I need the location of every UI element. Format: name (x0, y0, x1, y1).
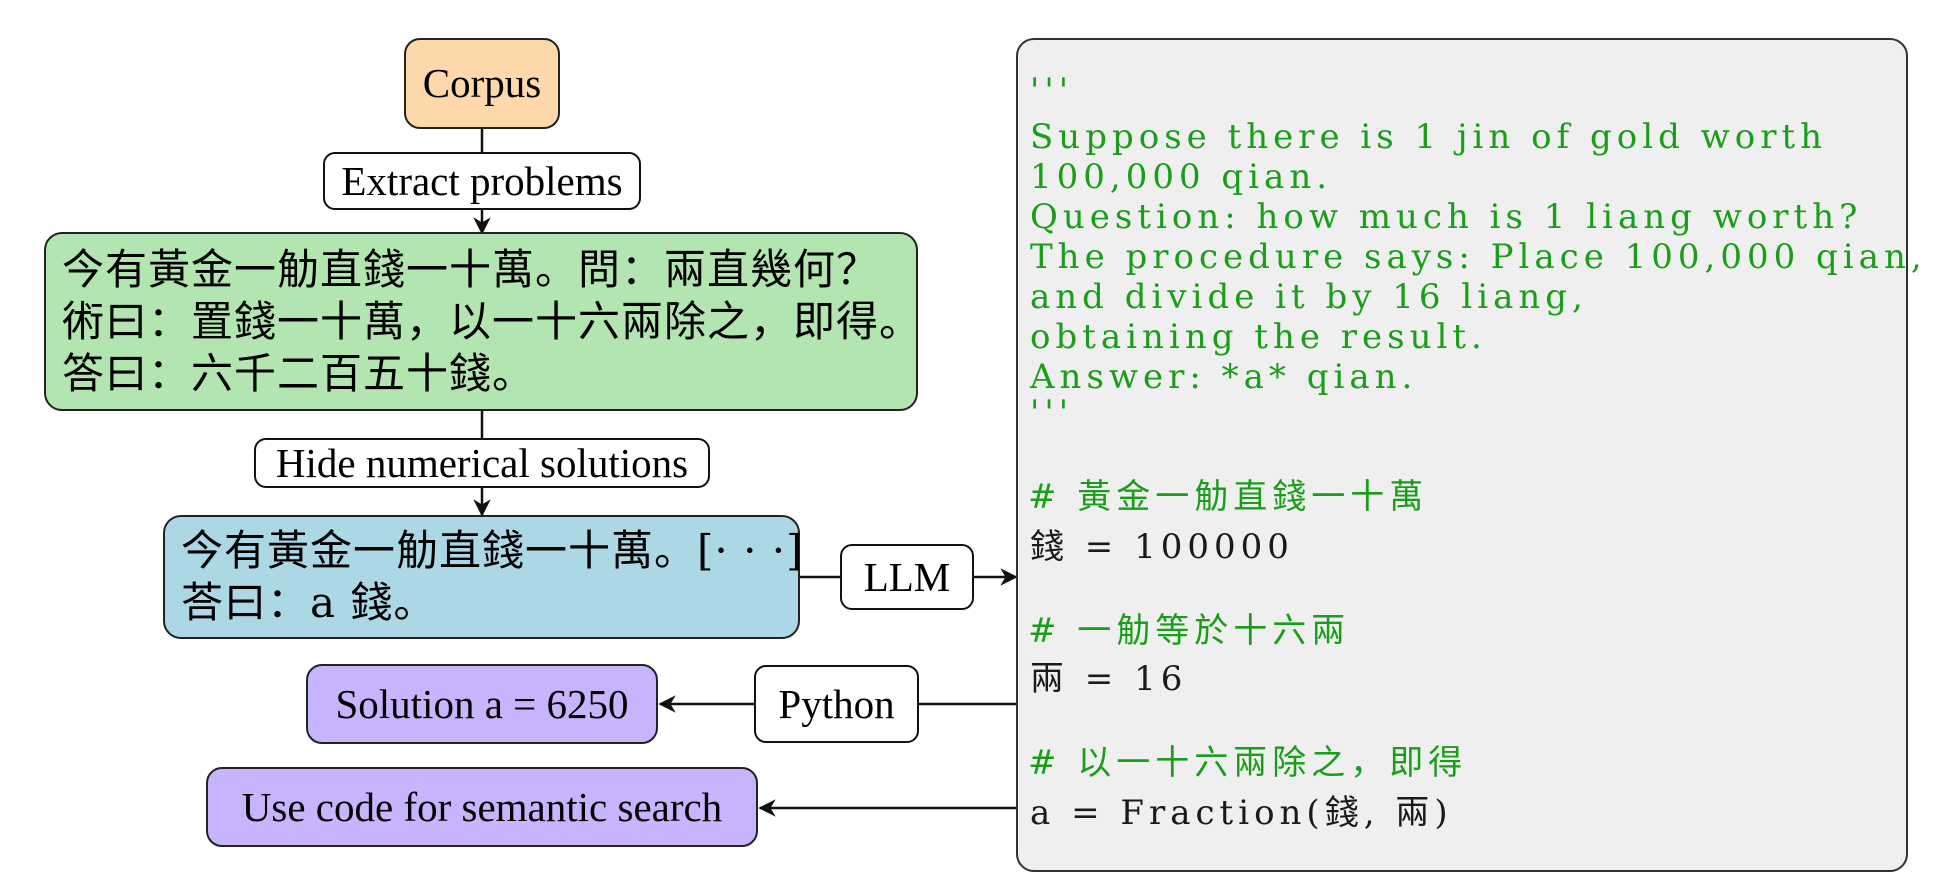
code-docstring-line: ''' (1030, 393, 1074, 433)
chinese-problem-line: 答曰：六千二百五十錢。 (62, 349, 536, 398)
masked-problem-box: 今有黃金一觔直錢一十萬。[· · ·] 荅曰：a 錢。 (163, 515, 804, 639)
hide-solutions-label: Hide numerical solutions (254, 438, 710, 488)
code-docstring-line: Answer: *a* qian. (1030, 357, 1418, 397)
solution-output-box: Solution a = 6250 (306, 664, 658, 744)
code-docstring-line: Question: how much is 1 liang worth? (1030, 197, 1863, 237)
code-docstring-line: obtaining the result. (1030, 317, 1487, 357)
extract-problems-label: Extract problems (323, 152, 641, 210)
code-comment: # 一觔等於十六兩 (1028, 611, 1351, 651)
chinese-problem-line: 術曰：置錢一十萬，以一十六兩除之，即得。 (62, 297, 923, 346)
code-statement: a = Fraction(錢, 兩) (1030, 793, 1453, 833)
llm-label: LLM (840, 544, 974, 610)
semantic-search-text: Use code for semantic search (241, 783, 723, 830)
code-statement: 錢 = 100000 (1030, 527, 1294, 567)
semantic-search-box: Use code for semantic search (206, 767, 758, 847)
code-docstring-line: Suppose there is 1 jin of gold worth (1030, 117, 1828, 157)
corpus-node: Corpus (404, 38, 560, 129)
code-docstring-line: The procedure says: Place 100,000 qian, (1030, 237, 1927, 277)
code-statement: 兩 = 16 (1030, 659, 1188, 699)
corpus-label: Corpus (422, 60, 542, 106)
code-docstring-line: 100,000 qian. (1030, 157, 1333, 197)
code-comment: # 以一十六兩除之，即得 (1028, 743, 1468, 783)
python-label: Python (754, 665, 919, 743)
masked-problem-line: 今有黃金一觔直錢一十萬。[· · ·] (181, 526, 804, 575)
extract-problems-text: Extract problems (341, 157, 623, 204)
hide-solutions-text: Hide numerical solutions (275, 439, 689, 486)
code-comment: # 黃金一觔直錢一十萬 (1028, 477, 1429, 517)
chinese-problem-box: 今有黃金一觔直錢一十萬。問：兩直幾何？ 術曰：置錢一十萬，以一十六兩除之，即得。… (44, 232, 923, 411)
code-docstring-line: and divide it by 16 liang, (1030, 277, 1588, 317)
llm-text: LLM (863, 553, 951, 600)
code-docstring-line: ''' (1030, 71, 1074, 111)
masked-problem-line: 荅曰：a 錢。 (181, 578, 437, 627)
code-panel: ''' Suppose there is 1 jin of gold worth… (1016, 38, 1922, 872)
python-text: Python (778, 680, 895, 727)
solution-output-text: Solution a = 6250 (335, 680, 629, 727)
chinese-problem-line: 今有黃金一觔直錢一十萬。問：兩直幾何？ (62, 245, 880, 294)
